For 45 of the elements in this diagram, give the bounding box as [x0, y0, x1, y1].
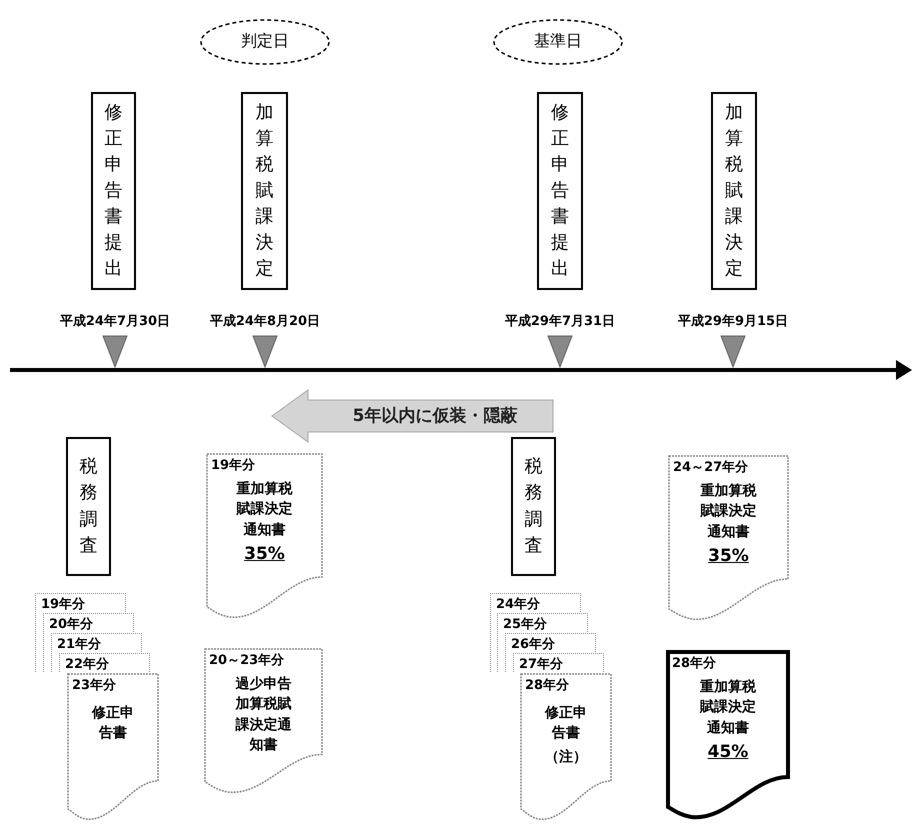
- year-label: 24～27年分: [673, 459, 748, 476]
- document-title: 修正申告書: [544, 704, 588, 744]
- event-box: [66, 437, 111, 576]
- event-label: 加算税賦課決定: [724, 100, 744, 282]
- year-label: 26年分: [511, 636, 556, 653]
- event-box: [711, 92, 757, 290]
- year-label: 23年分: [72, 677, 116, 694]
- date-label: 平成29年9月15日: [676, 313, 790, 330]
- year-label: 19年分: [211, 457, 256, 474]
- year-label: 24年分: [496, 596, 540, 613]
- year-label: 28年分: [672, 655, 716, 672]
- document-title: 修正申告書: [90, 704, 135, 744]
- document-title: 重加算税賦課決定通知書: [699, 678, 757, 738]
- year-label: 27年分: [519, 656, 564, 673]
- year-label: 19年分: [41, 596, 86, 613]
- year-label: 20年分: [49, 616, 94, 633]
- event-box: [91, 92, 136, 290]
- note-text: （注）: [545, 748, 587, 766]
- event-label: 修正申告書提出: [104, 100, 123, 282]
- event-label: 修正申告書提出: [550, 100, 570, 282]
- day-label: 判定日: [240, 31, 290, 52]
- event-label: 加算税賦課決定: [255, 100, 274, 282]
- event-box: [241, 92, 288, 290]
- year-label: 28年分: [525, 677, 570, 694]
- year-label: 22年分: [65, 656, 110, 673]
- date-label: 平成29年7月31日: [504, 313, 616, 330]
- document-title: 過少申告加算税賦課決定通知書: [234, 675, 292, 755]
- date-label: 平成24年8月20日: [208, 313, 322, 330]
- event-box: [511, 437, 556, 576]
- arrow-label: 5年以内に仮装・隠蔽: [352, 405, 518, 427]
- year-label: 21年分: [57, 636, 102, 653]
- document-title: 重加算税賦課決定通知書: [236, 480, 294, 540]
- rate-text: 35%: [244, 544, 285, 564]
- day-label: 基準日: [533, 31, 583, 52]
- rate-text: 35%: [708, 546, 749, 566]
- event-box: [537, 92, 583, 290]
- event-label: 税務調査: [79, 455, 98, 558]
- event-label: 税務調査: [524, 455, 543, 558]
- year-label: 25年分: [503, 616, 548, 633]
- document-sheet: [513, 653, 604, 672]
- rate-text: 45%: [708, 742, 748, 762]
- year-label: 20～23年分: [209, 652, 284, 669]
- date-label: 平成24年7月30日: [58, 313, 172, 330]
- document-sheet: [59, 653, 150, 672]
- document-title: 重加算税賦課決定通知書: [700, 482, 758, 542]
